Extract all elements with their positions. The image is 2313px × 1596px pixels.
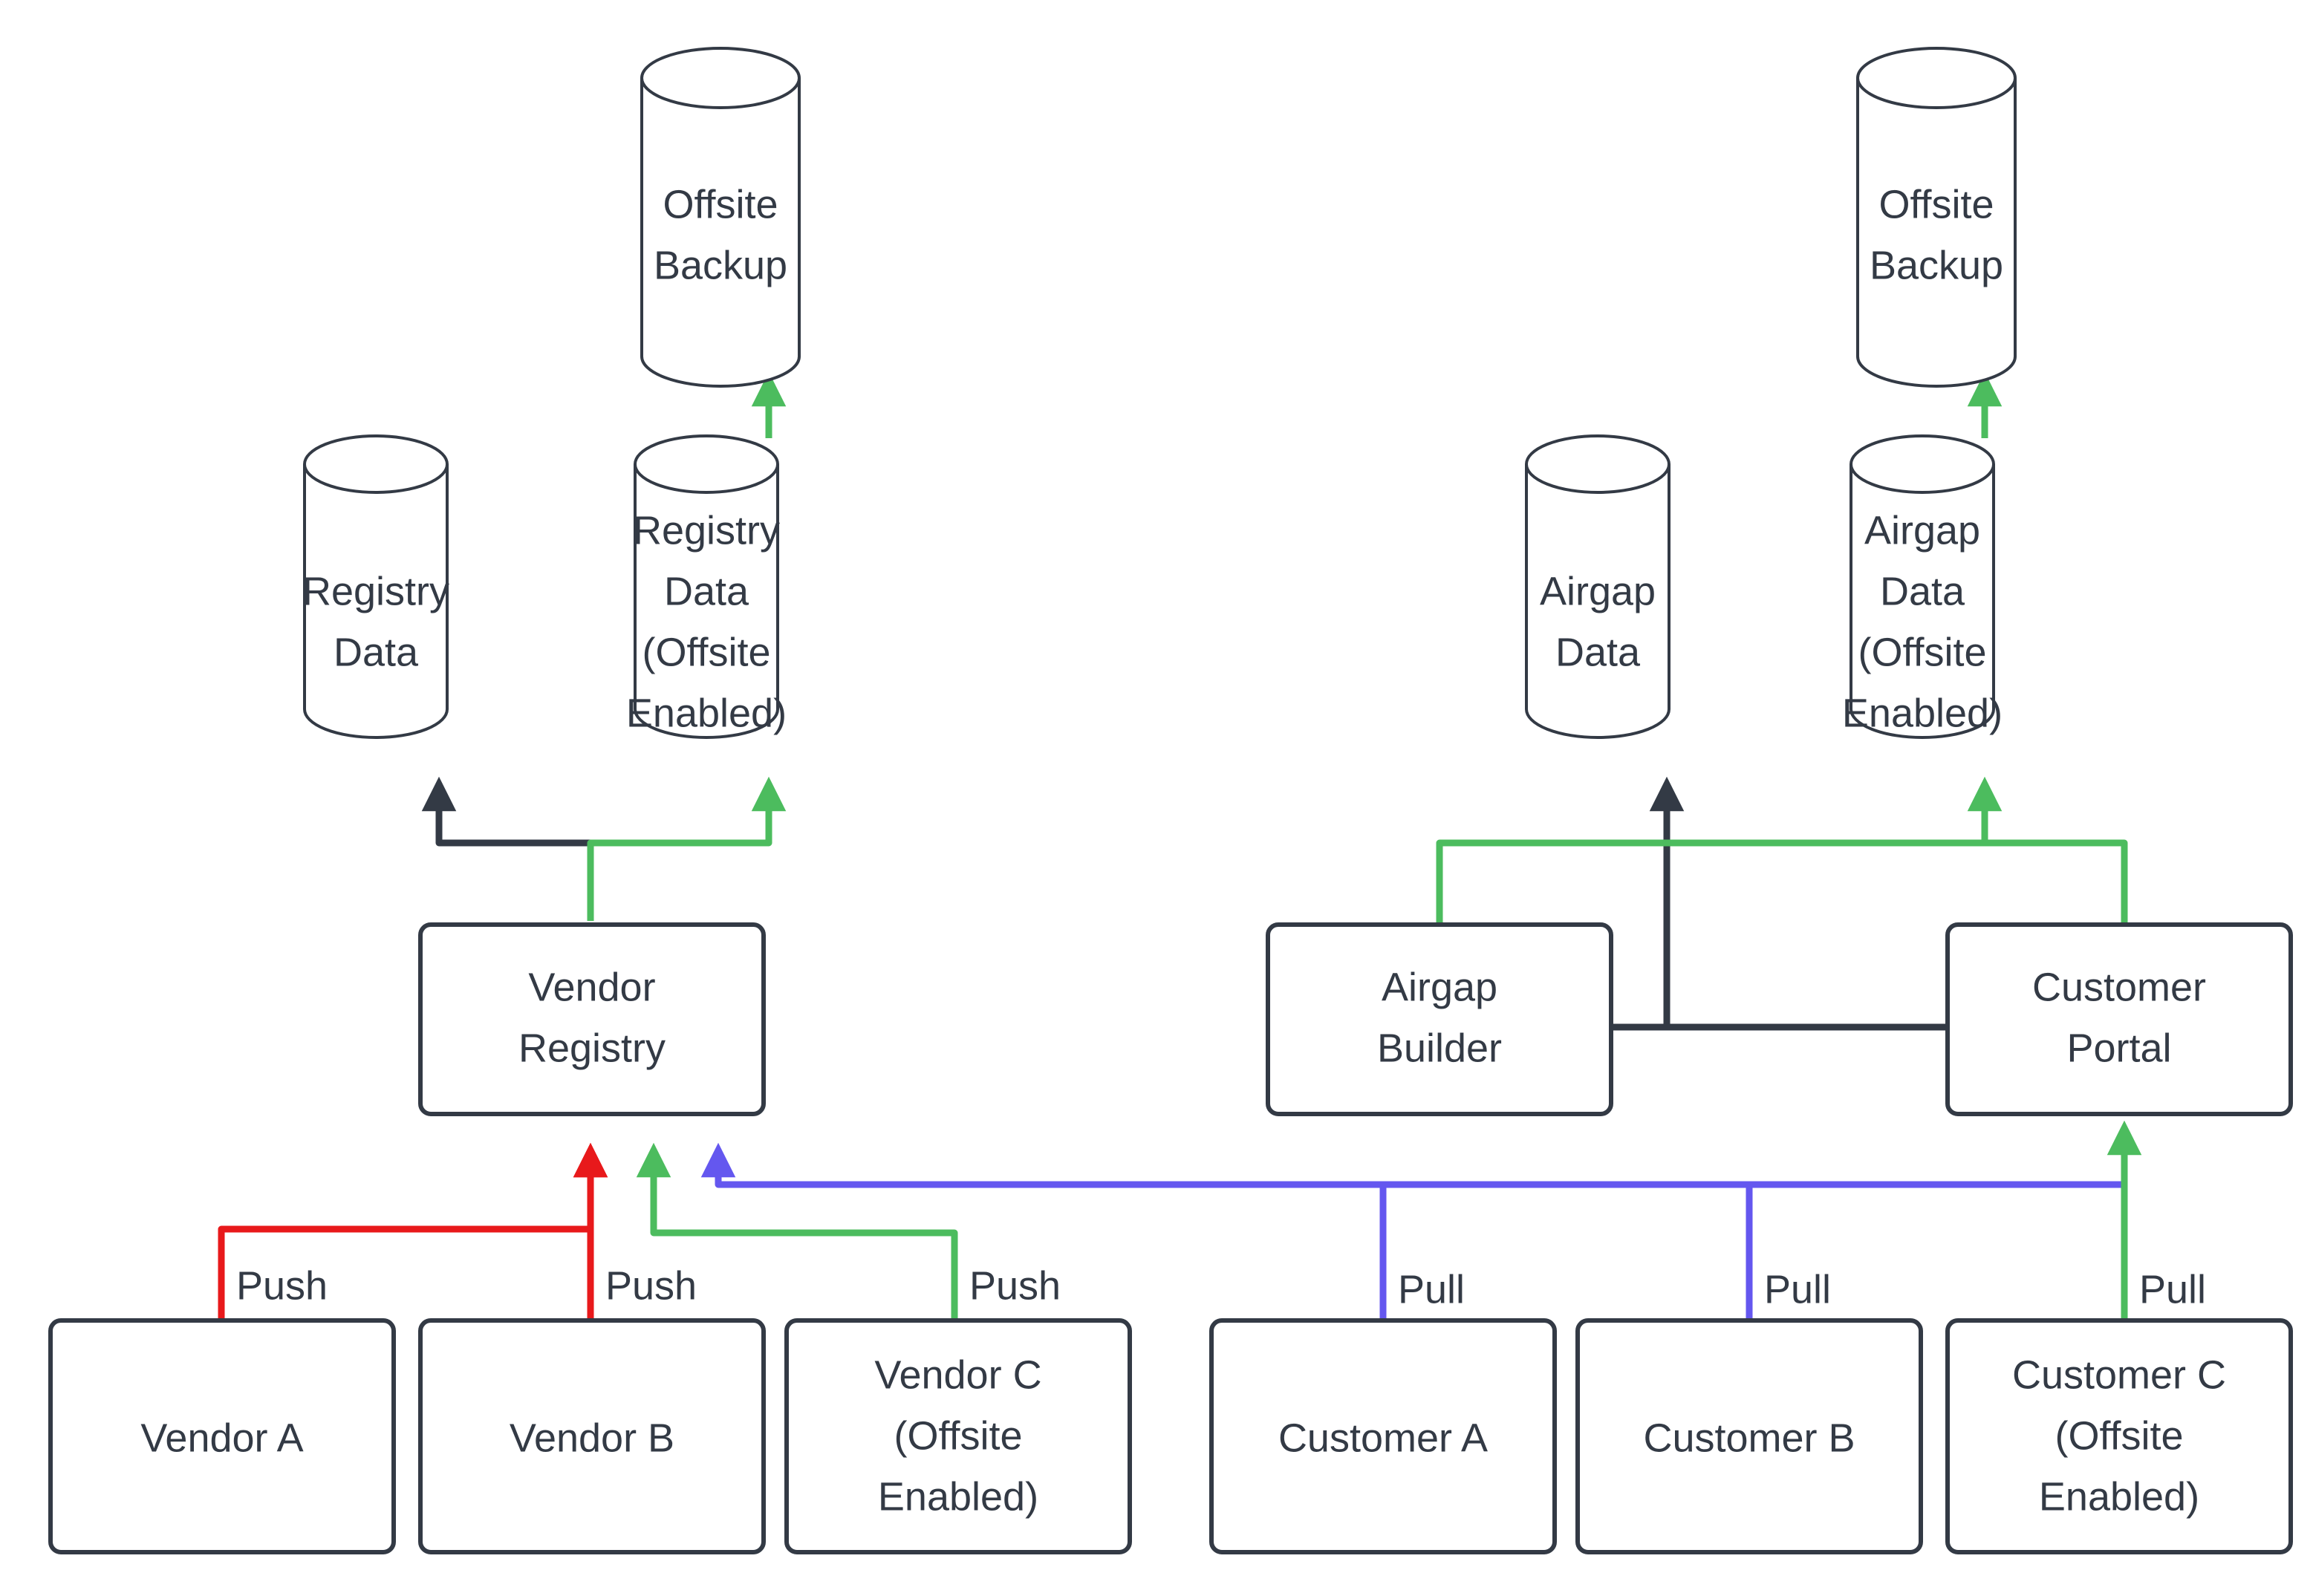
- edge-label-push-b: Push: [605, 1263, 697, 1308]
- node-label: Data: [664, 569, 749, 613]
- node-airgap-data[interactable]: Airgap Data: [1525, 434, 1670, 739]
- node-label: (Offsite: [642, 630, 770, 674]
- edge-vendor-registry-to-registry-data: [421, 776, 594, 921]
- node-label: (Offsite: [1858, 630, 1986, 674]
- node-label: Offsite: [1878, 182, 1994, 227]
- node-label: Enabled): [2039, 1474, 2199, 1519]
- node-registry-data[interactable]: Registry Data: [302, 434, 449, 739]
- node-label: Offsite: [663, 182, 778, 227]
- node-label: Enabled): [878, 1474, 1038, 1519]
- node-customer-b[interactable]: Customer B: [1575, 1318, 1923, 1554]
- node-label: Data: [1555, 630, 1641, 674]
- node-offsite-backup-right[interactable]: Offsite Backup: [1856, 47, 2017, 388]
- node-label: Registry: [518, 1026, 666, 1070]
- node-offsite-backup-left[interactable]: Offsite Backup: [640, 47, 801, 388]
- node-label: (Offsite: [894, 1413, 1022, 1458]
- node-label: Data: [334, 630, 419, 674]
- node-customer-a[interactable]: Customer A: [1209, 1318, 1557, 1554]
- node-label: Airgap: [1540, 569, 1656, 613]
- node-label: Airgap: [1382, 965, 1497, 1009]
- node-label: Registry: [302, 569, 449, 613]
- node-label: Vendor A: [140, 1416, 303, 1460]
- node-registry-data-offsite[interactable]: Registry Data (Offsite Enabled): [626, 434, 787, 739]
- node-label: Customer: [2032, 965, 2206, 1009]
- edge-label-push-c: Push: [969, 1263, 1061, 1308]
- node-label: (Offsite: [2055, 1413, 2183, 1458]
- node-airgap-data-offsite[interactable]: Airgap Data (Offsite Enabled): [1842, 434, 2003, 739]
- node-vendor-c[interactable]: Vendor C (Offsite Enabled): [784, 1318, 1132, 1554]
- node-vendor-registry[interactable]: Vendor Registry: [418, 922, 766, 1116]
- edge-vendor-registry-to-registry-data-offsite: [587, 776, 787, 921]
- node-label: Customer B: [1643, 1416, 1855, 1460]
- node-customer-portal[interactable]: Customer Portal: [1945, 922, 2293, 1116]
- edge-airgap-builder-to-airgap-data: [1610, 776, 1685, 1031]
- edge-label-pull-a: Pull: [1398, 1267, 1465, 1312]
- node-label: Vendor: [528, 965, 655, 1009]
- node-vendor-b[interactable]: Vendor B: [418, 1318, 766, 1554]
- node-label: Enabled): [1842, 691, 2003, 735]
- edge-customer-portal-to-airgap-data-offsite: [1985, 839, 2128, 925]
- node-label: Portal: [2066, 1026, 2171, 1070]
- node-label: Customer C: [2012, 1352, 2226, 1397]
- node-label: Builder: [1377, 1026, 1502, 1070]
- node-label: Backup: [654, 243, 787, 287]
- node-label: Enabled): [626, 691, 787, 735]
- edge-customer-b-to-vendor-registry: [718, 1181, 1753, 1318]
- edge-airgap-builder-to-airgap-data-offsite: [1436, 776, 2003, 925]
- edge-label-pull-c: Pull: [2139, 1267, 2206, 1312]
- node-label: Backup: [1870, 243, 2003, 287]
- node-vendor-a[interactable]: Vendor A: [48, 1318, 396, 1554]
- node-label: Registry: [633, 508, 780, 553]
- edge-vendor-c-to-vendor-registry: [636, 1142, 958, 1318]
- node-airgap-builder[interactable]: Airgap Builder: [1266, 922, 1613, 1116]
- node-label: Customer A: [1278, 1416, 1488, 1460]
- node-label: Vendor C: [874, 1352, 1041, 1397]
- edge-label-push-a: Push: [236, 1263, 328, 1308]
- edge-label-pull-b: Pull: [1764, 1267, 1831, 1312]
- node-label: Data: [1880, 569, 1965, 613]
- node-label: Vendor B: [510, 1416, 674, 1460]
- node-label: Airgap: [1864, 508, 1980, 553]
- node-customer-c[interactable]: Customer C (Offsite Enabled): [1945, 1318, 2293, 1554]
